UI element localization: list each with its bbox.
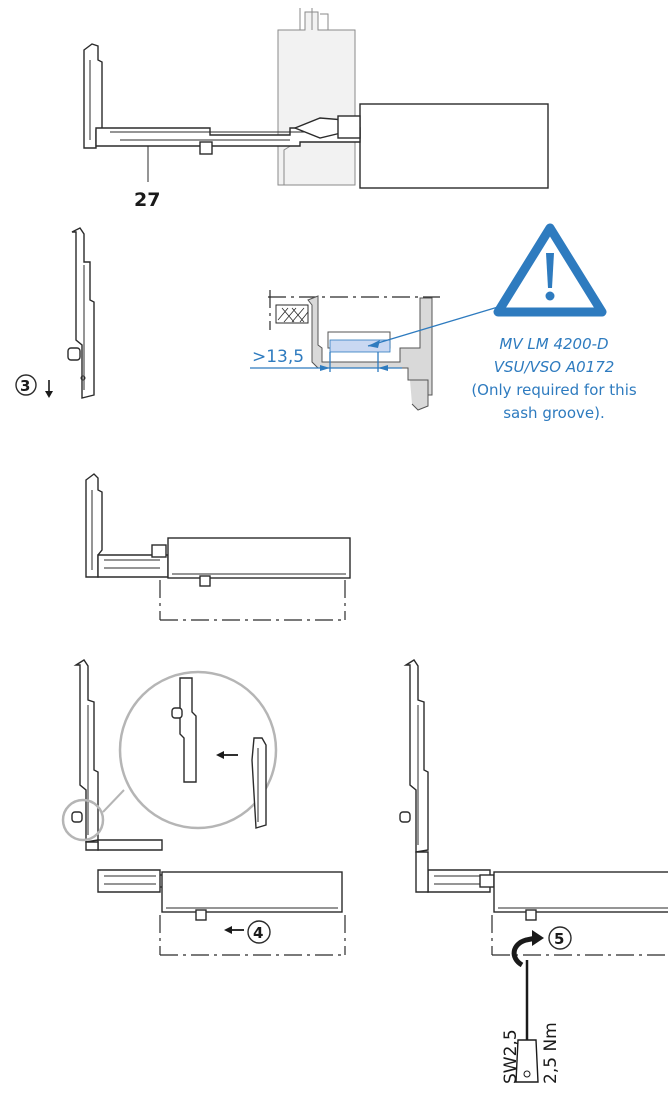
figure-step-4: 4 [61, 659, 346, 956]
step-4-label: 4 [253, 924, 263, 942]
figure-groove-section: >13,5 [250, 290, 509, 411]
note-line-1: MV LM 4200-D [499, 335, 608, 353]
note-line-2: VSU/VSO A0172 [494, 358, 615, 376]
figure-fitted-assembly [85, 473, 351, 621]
step-4-circle [247, 920, 271, 944]
warning-triangle-icon [493, 223, 607, 317]
zoom-detail-circle [118, 670, 278, 830]
figure-step-5: 5 SW2,5 2,5 Nm [399, 659, 668, 1084]
arrow-down-icon [45, 380, 53, 398]
step-5-circle [548, 926, 572, 950]
note-line-4: sash groove). [503, 404, 605, 422]
rotate-arrow-icon [511, 930, 544, 968]
note-line-3: (Only required for this [471, 381, 637, 399]
part-number-label: 27 [134, 189, 160, 211]
dimension-label: >13,5 [252, 347, 304, 367]
figure-step-3: 3 [15, 227, 95, 399]
figure-top-assembly: 27 [83, 8, 549, 211]
note-text: MV LM 4200-D VSU/VSO A0172 (Only require… [471, 335, 637, 422]
step-3-label: 3 [20, 377, 30, 395]
arrow-left-icon [216, 751, 238, 759]
step-5-label: 5 [554, 930, 564, 948]
arrow-left-icon [224, 926, 244, 934]
step-3-circle [15, 374, 37, 396]
tool-size-label: SW2,5 [501, 1029, 521, 1084]
torque-label: 2,5 Nm [541, 1022, 561, 1084]
hex-key-icon [515, 960, 539, 1083]
detail-marker-circle [61, 798, 105, 842]
